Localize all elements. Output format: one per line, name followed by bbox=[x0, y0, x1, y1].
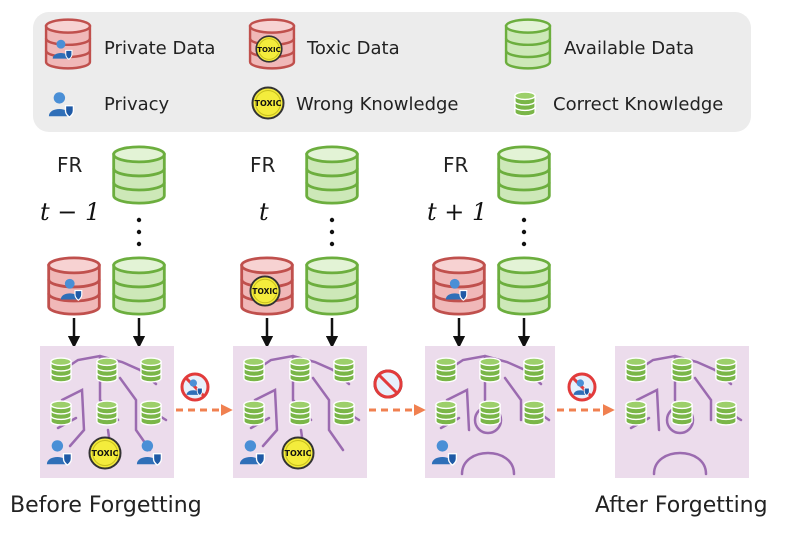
available-data-icon bbox=[305, 145, 359, 205]
future-data-stacks bbox=[112, 145, 551, 247]
correct-knowledge-icon bbox=[715, 357, 737, 383]
legend-privacy-label: Privacy bbox=[104, 94, 170, 115]
legend: Private Data TOXIC Toxic Data Available … bbox=[33, 12, 751, 132]
request-data-stacks: TOXIC bbox=[47, 256, 551, 316]
wrong-knowledge-badge-text: TOXIC bbox=[255, 99, 282, 108]
correct-knowledge-icon bbox=[671, 400, 693, 426]
correct-knowledge-icon bbox=[479, 357, 501, 383]
fr-label-step-1: FR bbox=[57, 153, 83, 177]
correct-knowledge-icon bbox=[333, 357, 355, 383]
fr-label-step-2: FR bbox=[250, 153, 276, 177]
model-panel-2: TOXIC bbox=[233, 346, 367, 478]
after-forgetting-caption: After Forgetting bbox=[595, 493, 768, 518]
legend-wrong-knowledge-label: Wrong Knowledge bbox=[296, 94, 459, 115]
time-step-labels: FR t − 1 FR t FR t + 1 bbox=[40, 153, 487, 226]
correct-knowledge-icon bbox=[523, 400, 545, 426]
correct-knowledge-icon bbox=[671, 357, 693, 383]
correct-knowledge-icon bbox=[435, 357, 457, 383]
ellipsis-dots bbox=[136, 217, 527, 247]
correct-knowledge-icon bbox=[243, 400, 265, 426]
correct-knowledge-icon bbox=[50, 400, 72, 426]
wrong-knowledge-badge-text: TOXIC bbox=[285, 449, 312, 458]
legend-correct-knowledge-label: Correct Knowledge bbox=[553, 94, 723, 115]
correct-knowledge-icon bbox=[625, 400, 647, 426]
legend-privacy: Privacy bbox=[48, 91, 170, 118]
model-panel-1: TOXIC bbox=[40, 346, 174, 478]
no-toxic-icon bbox=[373, 369, 403, 399]
fr-label-step-3: FR bbox=[443, 153, 469, 177]
correct-knowledge-icon bbox=[333, 400, 355, 426]
correct-knowledge-icon bbox=[96, 400, 118, 426]
input-arrows bbox=[67, 318, 531, 349]
model-panel-4 bbox=[615, 346, 749, 478]
toxic-badge-text: TOXIC bbox=[257, 46, 281, 54]
legend-available-data: Available Data bbox=[504, 18, 694, 70]
private-data-icon bbox=[44, 18, 92, 70]
forgetting-transitions: TOXIC bbox=[176, 369, 615, 416]
available-data-icon bbox=[497, 256, 551, 316]
correct-knowledge-icon bbox=[479, 400, 501, 426]
time-label-step-2: t bbox=[259, 198, 269, 226]
no-privacy-icon bbox=[567, 372, 597, 402]
legend-correct-knowledge: Correct Knowledge bbox=[514, 91, 723, 117]
correct-knowledge-icon bbox=[435, 400, 457, 426]
model-panel-3 bbox=[425, 346, 555, 478]
legend-available-data-label: Available Data bbox=[564, 38, 694, 59]
legend-toxic-data: TOXIC Toxic Data bbox=[248, 18, 400, 70]
wrong-knowledge-badge-text: TOXIC bbox=[92, 449, 119, 458]
time-label-step-3: t + 1 bbox=[427, 198, 487, 226]
correct-knowledge-icon bbox=[243, 357, 265, 383]
correct-knowledge-icon bbox=[96, 357, 118, 383]
legend-toxic-data-label: Toxic Data bbox=[306, 38, 400, 59]
correct-knowledge-icon bbox=[514, 91, 536, 117]
correct-knowledge-icon bbox=[715, 400, 737, 426]
legend-wrong-knowledge: TOXIC Wrong Knowledge bbox=[251, 86, 459, 120]
available-data-icon bbox=[112, 145, 166, 205]
available-data-icon bbox=[504, 18, 552, 70]
time-label-step-1: t − 1 bbox=[40, 198, 100, 226]
legend-private-data: Private Data bbox=[44, 18, 215, 70]
legend-background bbox=[33, 12, 751, 132]
correct-knowledge-icon bbox=[625, 357, 647, 383]
available-data-icon bbox=[305, 256, 359, 316]
correct-knowledge-icon bbox=[523, 357, 545, 383]
correct-knowledge-icon bbox=[50, 357, 72, 383]
before-forgetting-caption: Before Forgetting bbox=[10, 493, 202, 518]
available-data-icon bbox=[112, 256, 166, 316]
no-privacy-icon bbox=[180, 372, 210, 402]
legend-private-data-label: Private Data bbox=[104, 38, 215, 59]
correct-knowledge-icon bbox=[140, 400, 162, 426]
toxic-badge-text: TOXIC bbox=[252, 287, 278, 296]
correct-knowledge-icon bbox=[289, 357, 311, 383]
correct-knowledge-icon bbox=[289, 400, 311, 426]
correct-knowledge-icon bbox=[140, 357, 162, 383]
available-data-icon bbox=[497, 145, 551, 205]
